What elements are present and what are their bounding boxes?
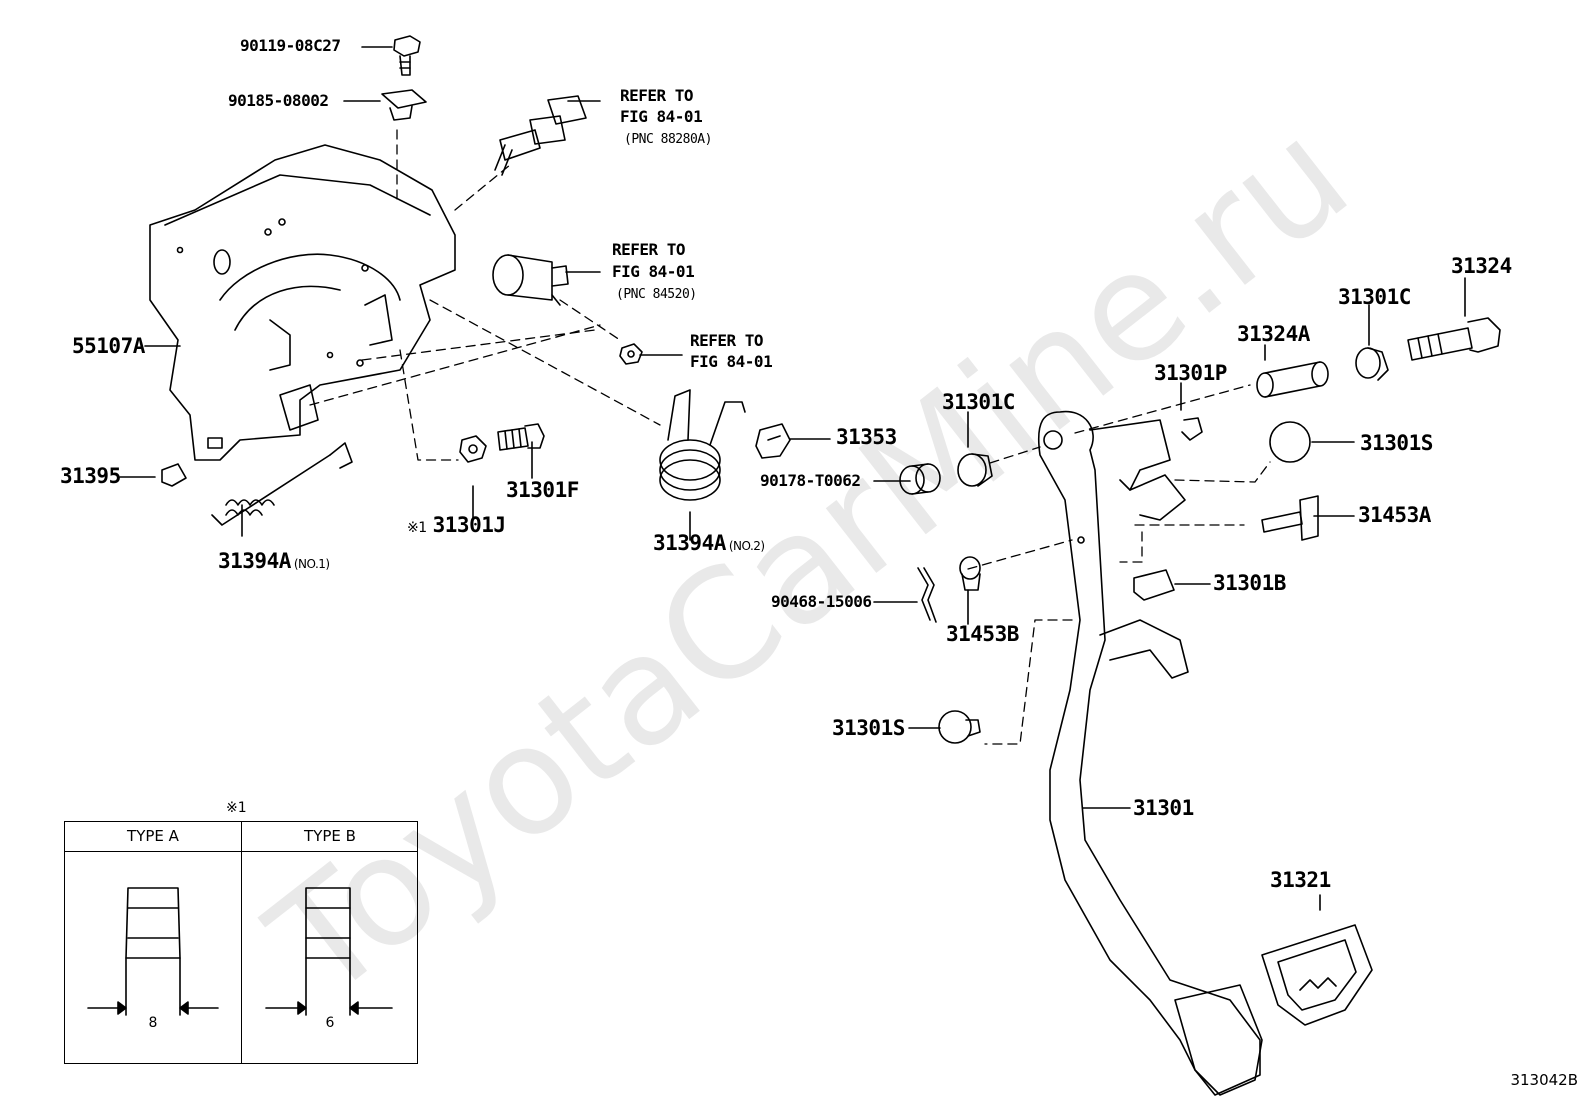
- clutch-switch-icon: [492, 254, 569, 306]
- clip-90468-icon: [917, 567, 937, 623]
- stopper-31301s-lower-icon: [938, 710, 981, 744]
- type-a-header: TYPE A: [65, 822, 241, 852]
- bushing-31353-icon: [755, 423, 791, 459]
- bolt-31301f-icon: [497, 423, 545, 451]
- part-label-31353: 31353: [836, 425, 897, 449]
- bolt-90119-icon: [393, 35, 421, 76]
- type-a-dimension: 8: [148, 1015, 158, 1031]
- note-mark-31301j: ※1: [407, 520, 427, 536]
- bushing-31301c-icon: [957, 453, 993, 487]
- part-number-31301j: 31301J: [432, 513, 506, 537]
- stop-lamp-switch-icon: [494, 95, 587, 176]
- type-table-note-mark: ※1: [226, 800, 247, 816]
- assembly-lines: [309, 129, 1271, 745]
- part-label-31394a-no2: 31394A(NO.2): [653, 533, 765, 554]
- nut-31301j-icon: [459, 435, 487, 463]
- refer-note-1-line2: FIG 84-01: [620, 107, 703, 126]
- spring-31394a-no1-icon: [211, 442, 353, 526]
- clip-31395-icon: [161, 463, 187, 487]
- refer-note-2-line3: (PNC 84520): [616, 287, 697, 302]
- part-label-31301c-lower: 31301C: [942, 390, 1015, 414]
- part-label-31301c-upper: 31301C: [1338, 285, 1411, 309]
- nut-icon: [619, 343, 643, 365]
- refer-note-3-line1: REFER TO: [690, 331, 764, 350]
- refer-note-1-line1: REFER TO: [620, 86, 694, 105]
- part-label-31321: 31321: [1270, 868, 1331, 892]
- part-label-31453a: 31453A: [1358, 503, 1431, 527]
- type-b-header: TYPE B: [242, 822, 418, 852]
- refer-note-1-line3: (PNC 88280A): [624, 132, 712, 147]
- type-b-column: TYPE B 6: [241, 822, 418, 1063]
- type-a-column: TYPE A 8: [65, 822, 241, 1063]
- pedal-pad-31321-icon: [1261, 924, 1373, 1026]
- stopper-31301s-upper-icon: [1269, 421, 1311, 463]
- part-label-55107a: 55107A: [72, 334, 145, 358]
- figure-number: 313042B: [1510, 1071, 1578, 1089]
- part-label-31324: 31324: [1451, 254, 1512, 278]
- part-note-no1: (NO.1): [293, 557, 330, 571]
- part-label-31301f: 31301F: [506, 478, 579, 502]
- pin-31301p-icon: [1181, 417, 1203, 441]
- part-label-90119-08c27: 90119-08C27: [240, 36, 341, 55]
- nut-type-b-icon: [265, 887, 393, 1016]
- bushing-31301c-upper-icon: [1355, 347, 1389, 381]
- part-label-31394a-no1: 31394A(NO.1): [218, 551, 330, 572]
- pin-31453a-icon: [1261, 495, 1319, 541]
- part-label-31301p: 31301P: [1154, 361, 1227, 385]
- part-number-31394a-no2: 31394A: [653, 531, 726, 555]
- part-label-90185-08002: 90185-08002: [228, 91, 329, 110]
- pedal-31301-icon: [1038, 410, 1263, 1096]
- part-label-90178-t0062: 90178-T0062: [760, 471, 861, 490]
- part-number-31394a-no1: 31394A: [218, 549, 291, 573]
- nut-type-a-icon: [87, 887, 219, 1016]
- part-label-31301s-upper: 31301S: [1360, 431, 1433, 455]
- bracket-55107a-icon: [149, 144, 456, 461]
- part-label-90468-15006: 90468-15006: [771, 592, 872, 611]
- nut-type-table: TYPE A 8 TYPE B 6: [64, 821, 418, 1064]
- refer-note-2-line2: FIG 84-01: [612, 262, 695, 281]
- part-label-31453b: 31453B: [946, 622, 1019, 646]
- type-b-dimension: 6: [325, 1015, 335, 1031]
- leader-lines: [119, 46, 1466, 911]
- clip-nut-90185-icon: [381, 89, 427, 121]
- spring-31394a-no2-icon: [659, 389, 746, 501]
- bushing-31453b-icon: [959, 556, 981, 591]
- refer-note-2-line1: REFER TO: [612, 240, 686, 259]
- part-label-31301: 31301: [1133, 796, 1194, 820]
- part-label-31324a: 31324A: [1237, 322, 1310, 346]
- part-label-31301b: 31301B: [1213, 571, 1286, 595]
- part-label-31301j: ※1 31301J: [407, 515, 506, 536]
- refer-note-3-line2: FIG 84-01: [690, 352, 773, 371]
- collar-90178-icon: [899, 463, 941, 495]
- sleeve-31324a-icon: [1256, 361, 1329, 398]
- bolt-31324-icon: [1407, 317, 1501, 361]
- stopper-31301b-icon: [1133, 569, 1175, 601]
- part-note-no2: (NO.2): [728, 539, 765, 553]
- part-label-31301s-lower: 31301S: [832, 716, 905, 740]
- part-label-31395: 31395: [60, 464, 121, 488]
